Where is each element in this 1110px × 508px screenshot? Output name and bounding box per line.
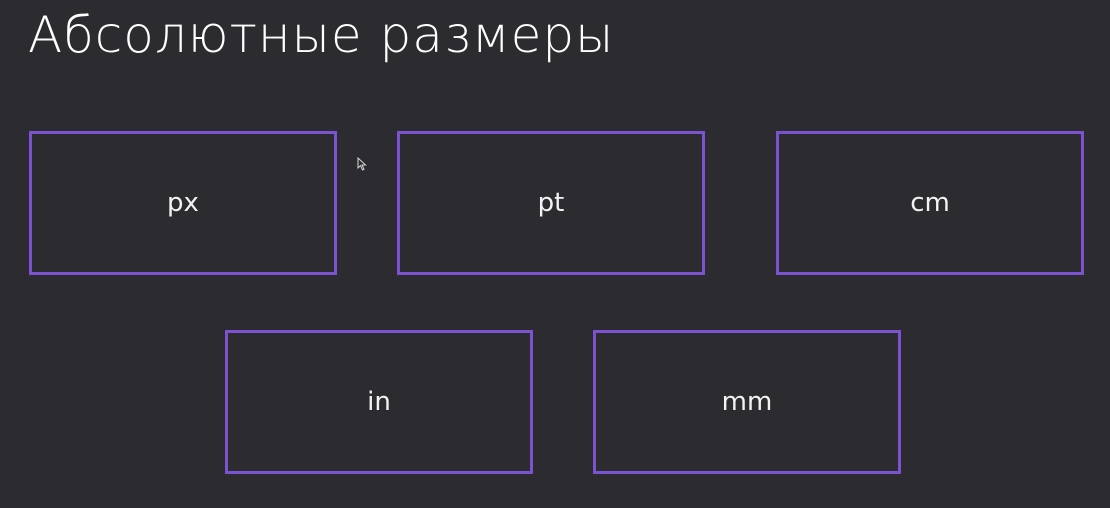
unit-box-px: px <box>29 131 337 275</box>
unit-box-mm: mm <box>593 330 901 474</box>
unit-box-in: in <box>225 330 533 474</box>
unit-box-cm: cm <box>776 131 1084 275</box>
unit-label-px: px <box>167 188 199 218</box>
unit-label-pt: pt <box>537 188 565 218</box>
mouse-pointer-icon <box>357 157 367 171</box>
unit-label-mm: mm <box>721 387 773 417</box>
unit-label-in: in <box>367 387 391 417</box>
unit-box-pt: pt <box>397 131 705 275</box>
unit-label-cm: cm <box>910 188 950 218</box>
slide-title: Абсолютные размеры <box>28 6 615 64</box>
